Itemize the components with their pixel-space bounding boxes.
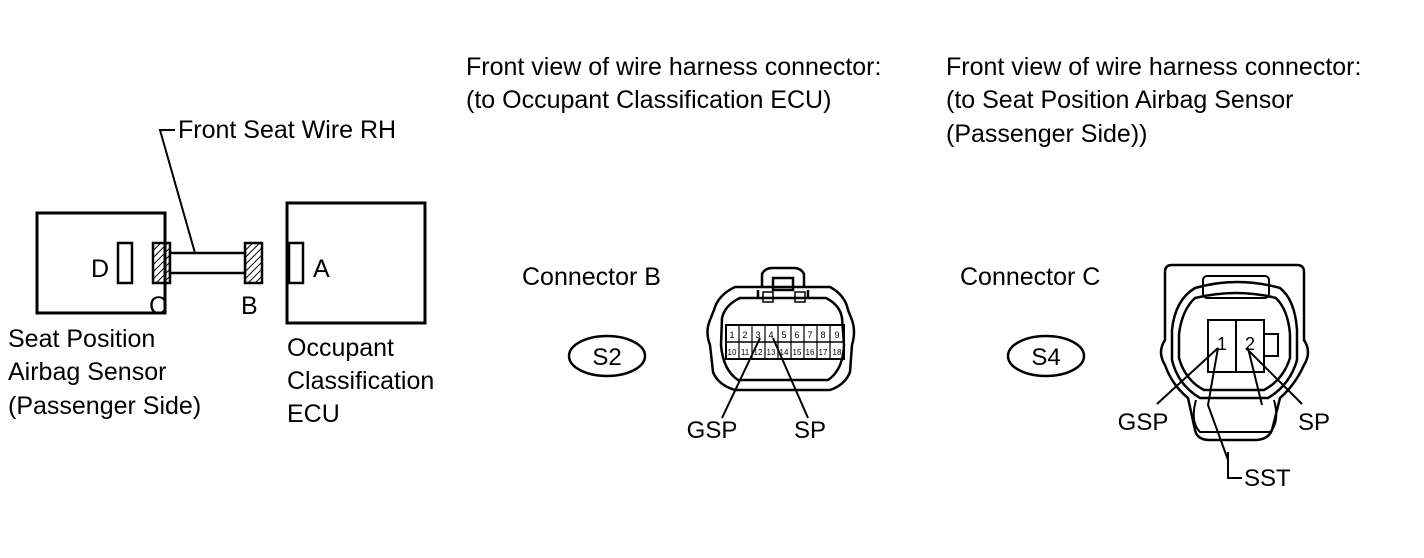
sensor-label-line1: Seat Position xyxy=(8,325,156,353)
connector-b-pin-numbers-bottom: 10 11 12 13 14 15 16 17 18 xyxy=(728,348,842,357)
wire-label-leader xyxy=(158,129,196,254)
gsp-c-leader xyxy=(1156,347,1219,405)
pin-label: 12 xyxy=(754,348,763,357)
right-heading-line2: (to Seat Position Airbag Sensor xyxy=(946,86,1294,114)
wire-label: Front Seat Wire RH xyxy=(178,116,397,144)
s4-code: S4 xyxy=(1031,344,1060,371)
pin-label: 15 xyxy=(793,348,802,357)
sst-probe-2 xyxy=(1247,347,1263,406)
ecu-label-line3: ECU xyxy=(287,400,340,428)
left-heading-line2: (to Occupant Classification ECU) xyxy=(466,86,832,114)
sp-b-leader xyxy=(772,337,809,419)
pin-label: 16 xyxy=(806,348,815,357)
connector-b-housing xyxy=(706,266,856,392)
connector-c-sst-label: SST xyxy=(1244,465,1291,492)
sp-c-leader xyxy=(1245,347,1303,405)
s4-oval xyxy=(1006,334,1086,378)
pin-label: 14 xyxy=(780,348,789,357)
pin-label: 1 xyxy=(729,330,734,340)
connector-c-letter: C xyxy=(149,292,168,320)
left-heading-line1: Front view of wire harness connector: xyxy=(466,53,882,81)
connector-b-plug xyxy=(243,241,264,285)
sst-probe-1 xyxy=(1206,347,1229,461)
pin-label: 18 xyxy=(833,348,842,357)
pin-label: 8 xyxy=(820,330,825,340)
pin-label: 3 xyxy=(755,330,760,340)
right-heading-line1: Front view of wire harness connector: xyxy=(946,53,1362,81)
pin-label: 6 xyxy=(794,330,799,340)
sensor-label-line2: Airbag Sensor xyxy=(8,358,167,386)
pin-label: 5 xyxy=(781,330,786,340)
ecu-label-line1: Occupant xyxy=(287,334,395,362)
pin-label: 2 xyxy=(742,330,747,340)
connector-a-label: A xyxy=(313,255,330,283)
ecu-label-line2: Classification xyxy=(287,367,435,395)
s2-code: S2 xyxy=(592,344,621,371)
ecu-box xyxy=(285,201,427,325)
pin-label: 11 xyxy=(741,348,750,357)
pin-label: 4 xyxy=(768,330,773,340)
connector-b-title: Connector B xyxy=(522,263,661,291)
connector-c-gsp-label: GSP xyxy=(1118,409,1169,436)
pin-label: 9 xyxy=(834,330,839,340)
connector-d-socket xyxy=(116,241,134,285)
connector-c-sp-label: SP xyxy=(1298,409,1330,436)
connector-c-housing xyxy=(1159,263,1310,442)
connector-b-letter: B xyxy=(241,292,258,320)
connector-c-pin2: 2 xyxy=(1245,334,1255,354)
sst-leader xyxy=(1227,452,1242,479)
sensor-label-line3: (Passenger Side) xyxy=(8,392,202,420)
gsp-b-leader xyxy=(721,337,761,419)
connector-c-plug xyxy=(151,241,172,285)
connector-d-label: D xyxy=(91,255,109,283)
connector-b-pin-numbers-top: 1 2 3 4 5 6 7 8 9 xyxy=(729,330,839,340)
pin-label: 17 xyxy=(819,348,828,357)
connector-b-gsp-label: GSP xyxy=(687,417,738,444)
connector-b-sp-label: SP xyxy=(794,417,826,444)
connector-c-title: Connector C xyxy=(960,263,1101,291)
pin-label: 13 xyxy=(767,348,776,357)
s2-oval xyxy=(567,334,647,378)
front-seat-wire xyxy=(168,251,247,275)
connector-a-socket xyxy=(287,241,305,285)
pin-label: 10 xyxy=(728,348,737,357)
right-heading-line3: (Passenger Side)) xyxy=(946,120,1148,148)
connector-c-pin1: 1 xyxy=(1217,334,1227,354)
pin-label: 7 xyxy=(807,330,812,340)
